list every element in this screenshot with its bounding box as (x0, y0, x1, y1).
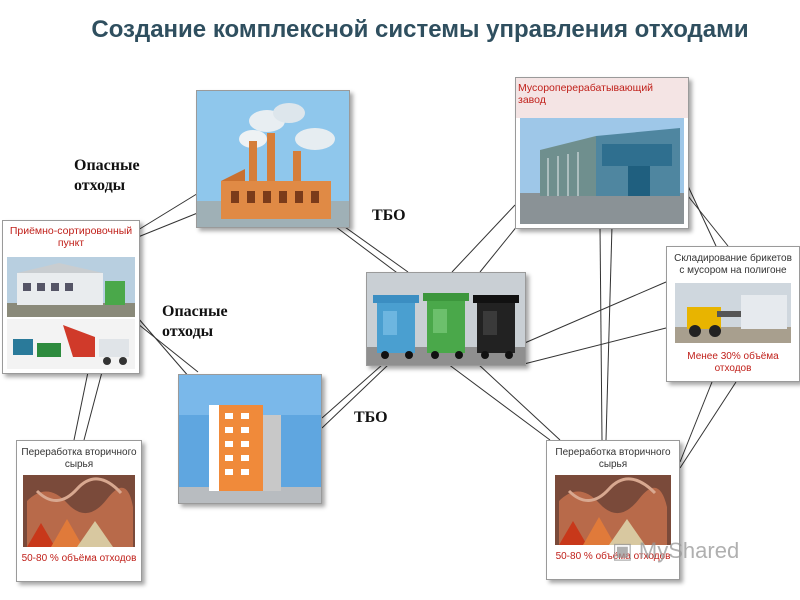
briquette-storage-image (667, 247, 799, 381)
recycling-plant-card: Мусороперерабатывающий завод (515, 77, 689, 229)
sorting-point-image (3, 221, 139, 373)
secondary-processing-left-card: Переработка вторичного сырья 50-80 % объ… (16, 440, 142, 582)
briquette-storage-caption: Складирование брикетов с мусором на поли… (674, 253, 792, 276)
secondary-processing-right-title: Переработка вторичного сырья (555, 447, 671, 470)
waste-bins-card (366, 272, 526, 366)
watermark-text: MyShared (638, 538, 740, 563)
recycling-plant-caption: Мусороперерабатывающий завод (518, 82, 654, 106)
hazardous-waste-label-top: Опасные отходы (74, 157, 140, 194)
waste-bins-image (367, 273, 525, 365)
msw-label-top: ТБО (372, 207, 406, 224)
briquette-storage-card: Складирование брикетов с мусором на поли… (666, 246, 800, 382)
presentation-icon: ▣ (612, 538, 639, 563)
msw-label-bottom: ТБО (354, 409, 388, 426)
secondary-processing-right-card: Переработка вторичного сырья 50-80 % объ… (546, 440, 680, 580)
page-title: Создание комплексной системы управления … (91, 16, 749, 43)
secondary-processing-left-image (17, 441, 141, 581)
recycling-plant-image (516, 78, 688, 228)
watermark-logo: ▣ MyShared (612, 538, 739, 564)
secondary-processing-left-title: Переработка вторичного сырья (21, 447, 137, 470)
sorting-point-caption: Приёмно-сортировочный пункт (9, 225, 133, 249)
secondary-processing-right-note: 50-80 % объёма отходов (555, 551, 671, 562)
secondary-processing-left-note: 50-80 % объёма отходов (21, 553, 137, 564)
hazardous-waste-label-middle: Опасные отходы (162, 303, 228, 340)
sorting-point-card: Приёмно-сортировочный пункт (2, 220, 140, 374)
factory-image (197, 91, 349, 227)
secondary-processing-right-image (547, 441, 679, 579)
briquette-storage-note: Менее 30% объёма отходов (687, 351, 779, 374)
apartment-building-image (179, 375, 321, 503)
apartment-building-card (178, 374, 322, 504)
factory-card (196, 90, 350, 228)
